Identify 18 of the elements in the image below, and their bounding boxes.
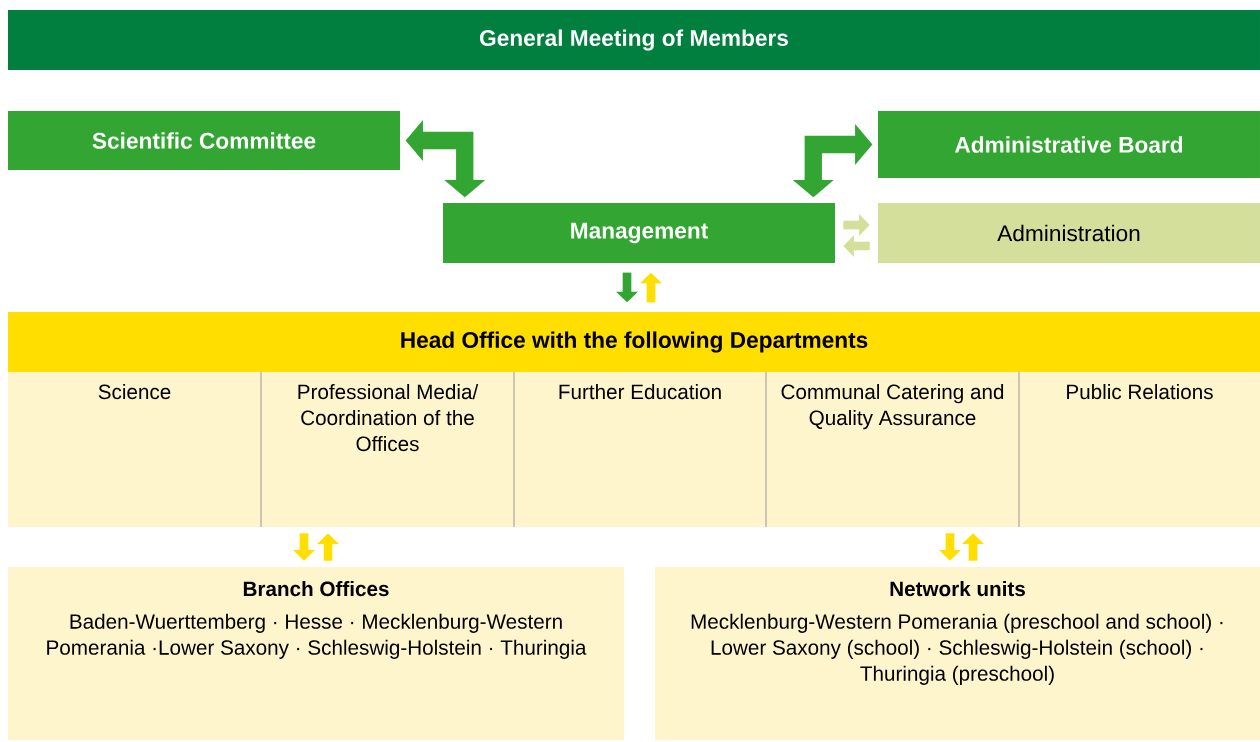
header-band: General Meeting of Members <box>8 10 1260 70</box>
network-units-box: Network units Mecklenburg-Western Pomerania (preschool and school) · Lower Saxony (school) · Schleswig-Holstein (school) · Thuringia (preschool) <box>655 567 1260 740</box>
branch-offices-box: Branch Offices Baden-Wuerttemberg · Hesse · Mecklenburg-Western Pomerania ·Lower Saxony · Schleswig-Holstein · Thuringia <box>8 567 624 740</box>
committee-box: Scientific Committee <box>8 111 400 170</box>
node-label: Communal Catering and Quality Assurance <box>781 384 1004 430</box>
node-label: Science <box>98 384 171 400</box>
board-box: Administrative Board <box>878 111 1260 178</box>
department-cell: Public Relations <box>1019 372 1260 527</box>
department-cell: Further Education <box>514 372 766 527</box>
administration-box: Administration <box>878 203 1260 263</box>
management-box: Management <box>443 203 835 263</box>
head-office-band: Head Office with the following Departments <box>8 312 1260 372</box>
department-cell: Professional Media/ Coordination of the Offices <box>261 372 514 527</box>
node-label: Public Relations <box>1067 384 1213 400</box>
node-label: Further Education <box>559 384 721 400</box>
node-label: Professional Media/ Coordination of the Offices <box>298 384 479 452</box>
department-cell: Communal Catering and Quality Assurance <box>766 372 1019 527</box>
department-cell: Science <box>8 372 261 527</box>
